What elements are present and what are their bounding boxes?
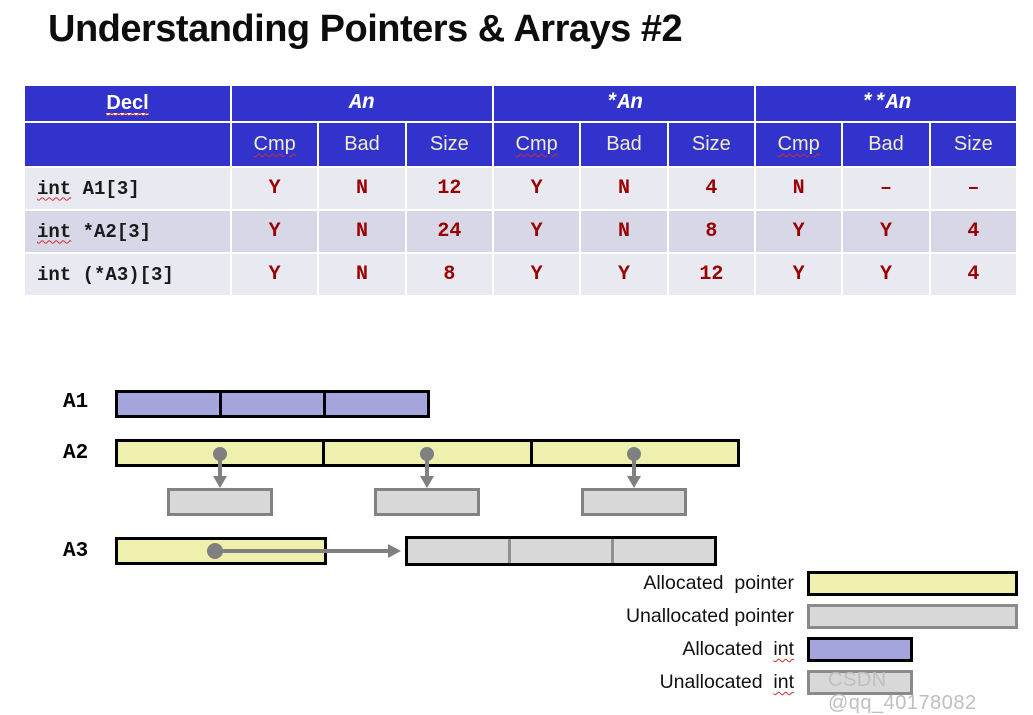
unallocated-int-box bbox=[581, 488, 687, 516]
legend-row-unallocated-int: Unallocated int bbox=[520, 666, 1018, 699]
a3-target-array-box bbox=[405, 536, 717, 566]
table-row-decl: int (*A3)[3] bbox=[25, 254, 230, 295]
subheader-bad-1: Bad bbox=[319, 123, 405, 166]
table-cell: Y bbox=[494, 211, 580, 252]
table-cell: N bbox=[581, 168, 667, 209]
a1-cell bbox=[219, 393, 323, 415]
legend-row-allocated-pointer: Allocated pointer bbox=[520, 567, 1018, 600]
subheader-bad-3: Bad bbox=[843, 123, 929, 166]
table-cell: 4 bbox=[668, 168, 754, 209]
pointer-array-table: Decl An *An **An Cmp Bad Size Cmp Bad Si… bbox=[25, 86, 1016, 295]
table-cell: Y bbox=[232, 254, 318, 295]
table-cell: 8 bbox=[668, 211, 754, 252]
table-header-an: An bbox=[232, 86, 492, 121]
a3-target-cell bbox=[611, 539, 714, 563]
subheader-bad-2: Bad bbox=[581, 123, 667, 166]
legend-swatch-allocated-pointer bbox=[807, 571, 1018, 596]
table-cell: N bbox=[319, 211, 405, 252]
table-header-decl: Decl bbox=[25, 86, 230, 121]
a3-target-cell bbox=[508, 539, 611, 563]
legend-swatch-unallocated-int bbox=[807, 670, 913, 695]
label-a2: A2 bbox=[63, 442, 89, 465]
a2-array-box bbox=[115, 439, 740, 467]
legend-row-allocated-int: Allocated int bbox=[520, 633, 1018, 666]
table-cell: Y bbox=[232, 211, 318, 252]
subheader-cmp-3: Cmp bbox=[756, 123, 842, 166]
legend-label: Allocated int bbox=[682, 638, 794, 660]
table-cell: 8 bbox=[406, 254, 492, 295]
table-cell: Y bbox=[843, 254, 929, 295]
a2-cell bbox=[322, 442, 529, 464]
table-cell: 4 bbox=[930, 254, 1016, 295]
table-cell: 12 bbox=[406, 168, 492, 209]
a3-pointer-box bbox=[115, 537, 327, 565]
a2-cell bbox=[529, 442, 737, 464]
unallocated-int-box bbox=[167, 488, 273, 516]
table-cell: – bbox=[843, 168, 929, 209]
table-cell: N bbox=[756, 168, 842, 209]
a2-cell bbox=[118, 442, 322, 464]
table-cell: 24 bbox=[406, 211, 492, 252]
a1-cell bbox=[118, 393, 219, 415]
legend-label: Unallocated pointer bbox=[625, 605, 794, 627]
table-cell: Y bbox=[756, 211, 842, 252]
table-cell: N bbox=[319, 254, 405, 295]
a1-cell bbox=[323, 393, 427, 415]
table-header-star-an: *An bbox=[494, 86, 754, 121]
table-cell: 4 bbox=[930, 211, 1016, 252]
table-cell: Y bbox=[494, 168, 580, 209]
subheader-cmp-1: Cmp bbox=[232, 123, 318, 166]
label-a1: A1 bbox=[63, 391, 89, 414]
arrow-head-down bbox=[627, 476, 641, 488]
legend-label: Allocated pointer bbox=[643, 572, 794, 594]
decl-underline: Decl bbox=[106, 92, 149, 114]
subheader-size-1: Size bbox=[406, 123, 492, 166]
subheader-cmp-2: Cmp bbox=[494, 123, 580, 166]
a3-target-cell bbox=[408, 539, 508, 563]
subheader-size-3: Size bbox=[930, 123, 1016, 166]
table-cell: Y bbox=[756, 254, 842, 295]
table-row-decl: int A1[3] bbox=[25, 168, 230, 209]
table-cell: – bbox=[930, 168, 1016, 209]
table-cell: N bbox=[319, 168, 405, 209]
arrow-head-down bbox=[213, 476, 227, 488]
table-cell: Y bbox=[494, 254, 580, 295]
table-row-decl: int *A2[3] bbox=[25, 211, 230, 252]
unallocated-int-box bbox=[374, 488, 480, 516]
table-cell: N bbox=[581, 211, 667, 252]
table-cell: 12 bbox=[668, 254, 754, 295]
legend-swatch-allocated-int bbox=[807, 637, 913, 662]
a1-array-box bbox=[115, 390, 430, 418]
table-cell: Y bbox=[581, 254, 667, 295]
legend-row-unallocated-pointer: Unallocated pointer bbox=[520, 600, 1018, 633]
subheader-size-2: Size bbox=[668, 123, 754, 166]
legend: Allocated pointer Unallocated pointer Al… bbox=[520, 567, 1018, 699]
table-cell: Y bbox=[843, 211, 929, 252]
arrow-head-down bbox=[420, 476, 434, 488]
label-a3: A3 bbox=[63, 540, 89, 563]
table-header-star-star-an: **An bbox=[756, 86, 1016, 121]
table-cell: Y bbox=[232, 168, 318, 209]
legend-swatch-unallocated-pointer bbox=[807, 604, 1018, 629]
csdn-watermark: CSDN @qq_40178082 bbox=[828, 669, 977, 714]
a3-cell bbox=[118, 540, 324, 562]
page-title: Understanding Pointers & Arrays #2 bbox=[48, 8, 683, 50]
table-subheader-empty bbox=[25, 123, 230, 166]
arrow-head-right bbox=[388, 544, 401, 558]
legend-label: Unallocated int bbox=[659, 671, 794, 693]
